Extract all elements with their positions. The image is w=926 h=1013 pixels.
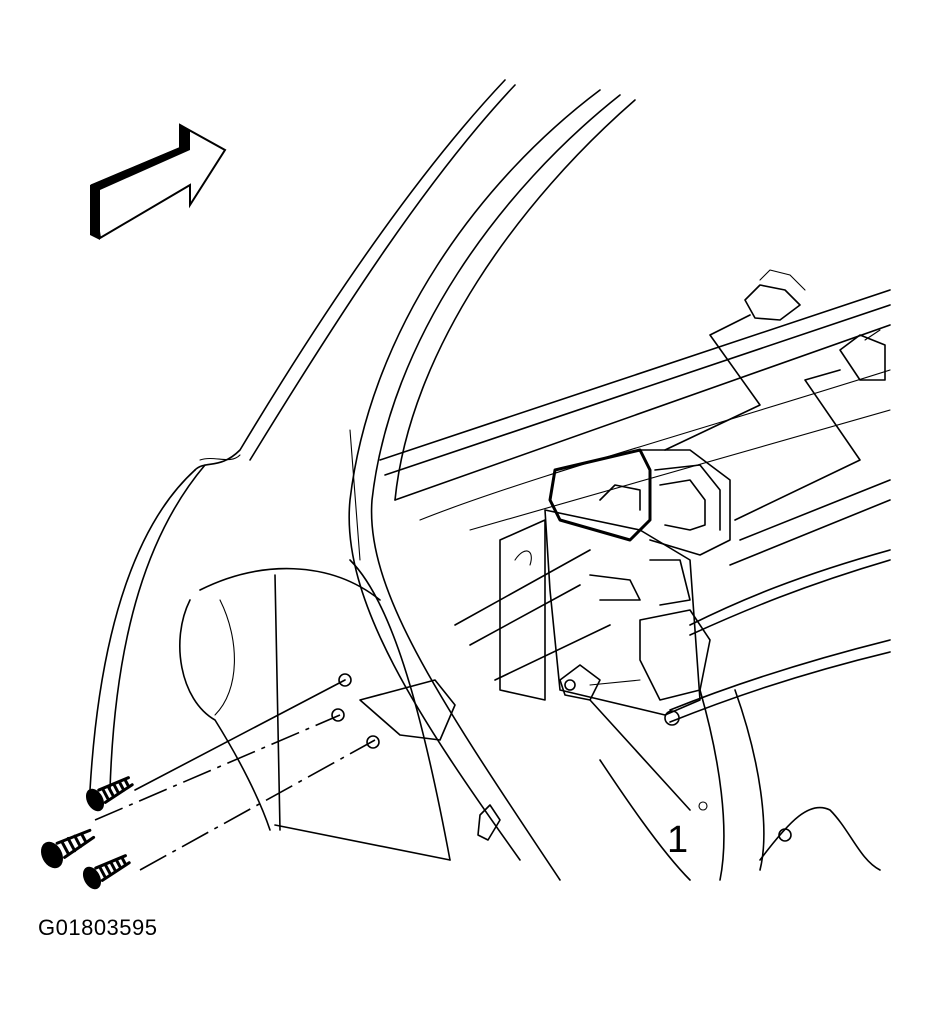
electrical-connector-icon	[664, 269, 886, 521]
inner-panel	[179, 559, 501, 861]
callout-1: 1	[589, 699, 708, 861]
callout-1-label: 1	[667, 819, 688, 861]
door-lock-actuator-icon	[544, 448, 731, 716]
front-direction-arrow-icon	[90, 123, 227, 240]
screw-icon	[40, 673, 380, 890]
linkage-rod-icon	[664, 549, 891, 726]
screw-guide-lines	[454, 549, 611, 681]
door-lower-structure	[499, 519, 881, 881]
window-channel	[349, 289, 891, 566]
figure-code: G01803595	[38, 915, 158, 940]
door-frame	[89, 79, 636, 881]
